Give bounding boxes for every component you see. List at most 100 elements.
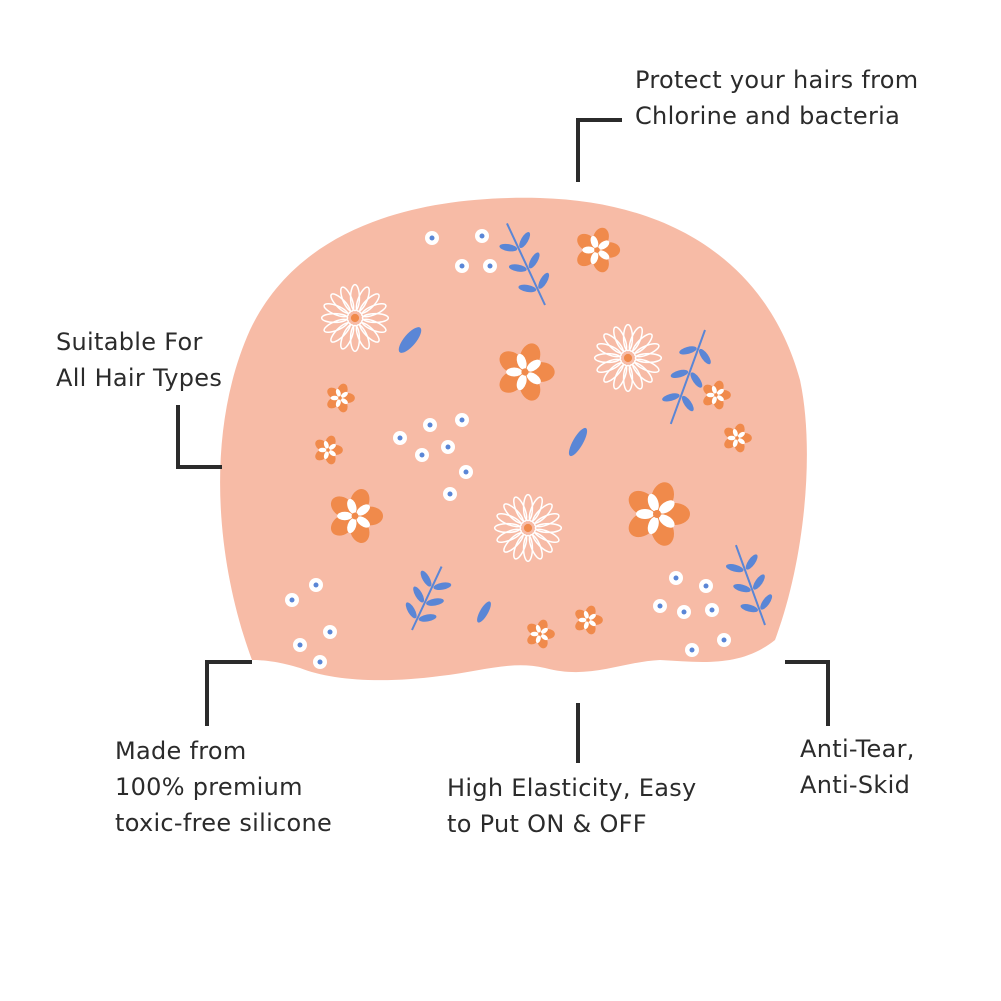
leaf-branch <box>499 223 550 306</box>
leaf-branch <box>662 329 711 425</box>
flower-center <box>653 510 661 518</box>
callout-line: Suitable For <box>56 328 203 356</box>
callout-line: Anti-Tear, <box>800 735 915 763</box>
small-flower-center <box>429 235 435 241</box>
flower-petal <box>540 627 548 634</box>
flower-petal <box>711 396 717 405</box>
callout-line: All Hair Types <box>56 364 223 392</box>
flower-petal <box>516 353 527 370</box>
flower-center <box>735 436 739 440</box>
swim-cap <box>220 197 807 681</box>
flower-petal <box>347 518 357 534</box>
flower-petal <box>330 395 339 401</box>
callout-hair-types: Suitable For All Hair Types <box>56 324 222 396</box>
flower-petal <box>588 613 596 620</box>
small-flower-center <box>487 263 493 269</box>
flower-petal <box>716 388 724 395</box>
callout-bracket-v <box>176 405 180 469</box>
callout-line: Chlorine and bacteria <box>635 102 901 130</box>
flower-petal <box>598 250 610 260</box>
small-flower-center <box>327 629 333 635</box>
daisy-center <box>523 523 533 533</box>
flower-petal <box>636 509 654 519</box>
callout-line: High Elasticity, Easy <box>447 774 697 802</box>
callout-line: Made from <box>115 737 247 765</box>
leaf <box>568 427 588 457</box>
small-flower-center <box>317 659 323 665</box>
daisy-petal <box>513 496 528 522</box>
flower-petal <box>583 610 589 619</box>
flower-petal <box>711 385 717 394</box>
flower-center <box>351 512 359 520</box>
flower-petal <box>318 447 327 453</box>
callout-bracket-v <box>205 660 209 726</box>
small-flower-center <box>459 417 465 423</box>
flower-petal <box>516 374 527 391</box>
flower-petal <box>716 395 724 402</box>
flower-petal <box>526 359 541 372</box>
daisy-center <box>350 313 360 323</box>
flower-petal <box>356 504 370 516</box>
callout-line: Anti-Skid <box>800 771 911 799</box>
flower-center <box>714 393 718 397</box>
flower-petal <box>506 367 523 377</box>
flower-petal <box>340 391 348 398</box>
flower-petal <box>337 511 353 521</box>
flower-petal <box>347 498 357 514</box>
callout-line: toxic-free silicone <box>115 809 333 837</box>
flower-center <box>538 632 542 636</box>
flower-center <box>586 618 590 622</box>
flower-petal <box>706 392 715 398</box>
callout-line: to Put ON & OFF <box>447 810 647 838</box>
flower-petal <box>323 451 329 460</box>
daisy-petal <box>613 326 628 352</box>
callout-chlorine: Protect your hairs from Chlorine and bac… <box>635 62 918 134</box>
flower-petal <box>647 516 659 535</box>
callout-line: Protect your hairs from <box>635 66 919 94</box>
flower-petal <box>356 516 370 528</box>
small-flower-center <box>703 583 709 589</box>
small-flower-center <box>445 444 451 450</box>
flower-petal <box>590 235 599 249</box>
leaf-branch <box>725 544 773 626</box>
flower-petal <box>578 617 587 623</box>
flower-petal <box>582 246 595 254</box>
flower-petal <box>737 438 745 445</box>
flower-petal <box>737 431 745 438</box>
daisy-petal <box>340 286 355 312</box>
small-flower-center <box>419 452 425 458</box>
small-flower-center <box>721 637 727 643</box>
flower-petal <box>647 493 659 512</box>
flower-center <box>338 396 342 400</box>
flower-petal <box>530 631 539 637</box>
small-flower-center <box>313 582 319 588</box>
flower-petal <box>658 500 675 514</box>
callout-material: Made from 100% premium toxic-free silico… <box>115 733 332 841</box>
small-flower-center <box>709 607 715 613</box>
flower-petal <box>535 624 541 633</box>
small-flower-center <box>657 603 663 609</box>
callout-bracket-h <box>205 660 252 664</box>
small-flower-center <box>427 422 433 428</box>
flower-petal <box>658 514 675 528</box>
flower-petal <box>335 399 341 408</box>
callout-bracket-v <box>576 118 580 182</box>
flower-petal <box>526 372 541 385</box>
daisy-center <box>623 353 633 363</box>
small-flower-center <box>673 575 679 581</box>
callout-durability: Anti-Tear, Anti-Skid <box>800 731 915 803</box>
flower-petal <box>590 251 599 265</box>
leaf-branch <box>405 566 452 631</box>
small-flower-center <box>447 491 453 497</box>
callout-bracket-v <box>826 660 830 726</box>
flower-petal <box>340 398 348 405</box>
flower-petal <box>583 621 589 630</box>
flower-petal <box>335 388 341 397</box>
flower-petal <box>323 440 329 449</box>
callout-bracket-v <box>576 703 580 763</box>
leaf <box>477 601 491 623</box>
flower-petal <box>732 428 738 437</box>
callout-elasticity: High Elasticity, Easy to Put ON & OFF <box>447 770 697 842</box>
